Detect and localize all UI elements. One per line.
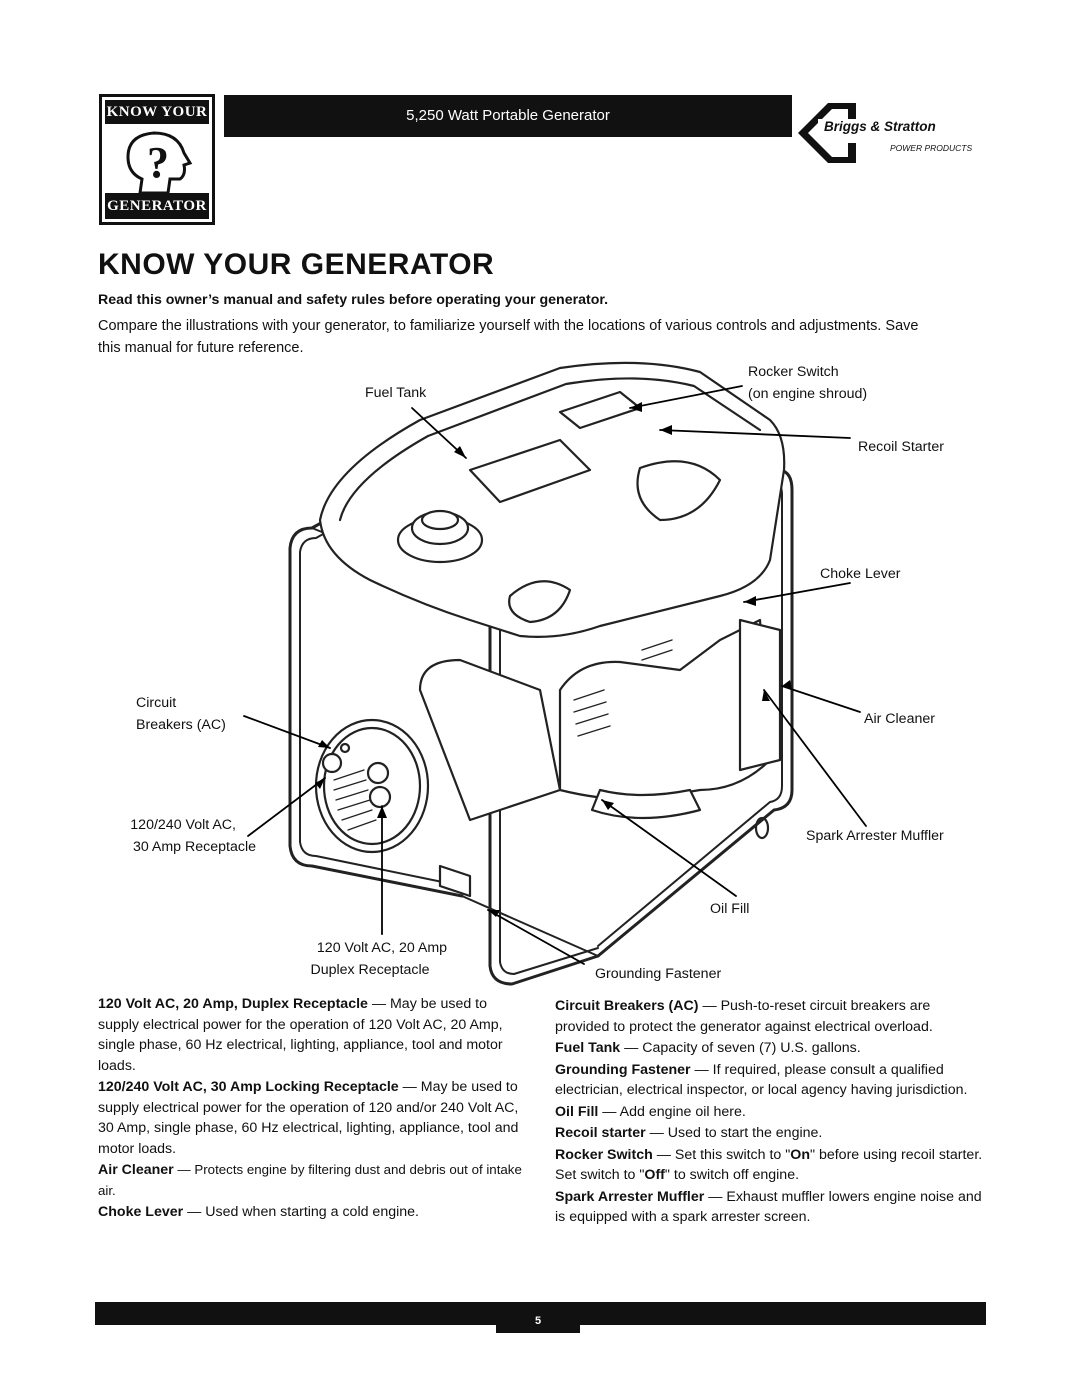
label-recoil-starter: Recoil Starter <box>858 439 944 455</box>
brand-diamond-icon <box>792 99 984 167</box>
know-your-generator-logo: KNOW YOUR ? GENERATOR <box>99 94 215 225</box>
desc-choke-lever: Choke Lever — Used when starting a cold … <box>98 1204 419 1220</box>
intro-bold: Read this owner’s manual and safety rule… <box>98 292 609 308</box>
desc-duplex-receptacle: 120 Volt AC, 20 Amp, Duplex Receptacle —… <box>98 996 503 1074</box>
desc-spark-arrester: Spark Arrester Muffler — Exhaust muffler… <box>555 1188 982 1226</box>
briggs-stratton-logo: Briggs & Stratton POWER PRODUCTS <box>792 93 988 173</box>
desc-30a-receptacle: 120/240 Volt AC, 30 Amp Locking Receptac… <box>98 1079 519 1157</box>
label-rocker-switch-location: (on engine shroud) <box>748 386 868 402</box>
header-bar: 5,250 Watt Portable Generator <box>224 95 792 137</box>
descriptions-right: Circuit Breakers (AC) — Push-to-reset ci… <box>555 996 987 1229</box>
desc-recoil-starter: Recoil starter — Used to start the engin… <box>555 1125 823 1141</box>
svg-text:?: ? <box>147 138 169 187</box>
desc-circuit-breakers: Circuit Breakers (AC) — Push-to-reset ci… <box>555 998 933 1035</box>
label-spark-arrester: Spark Arrester Muffler <box>806 828 944 844</box>
desc-fuel-tank: Fuel Tank — Capacity of seven (7) U.S. g… <box>555 1040 861 1056</box>
label-grounding-fastener: Grounding Fastener <box>595 966 722 982</box>
brand-tagline: POWER PRODUCTS <box>890 143 973 153</box>
desc-grounding-fastener: Grounding Fastener — If required, please… <box>555 1061 968 1099</box>
label-circuit-breakers: Circuit <box>136 695 177 711</box>
intro-text: Compare the illustrations with your gene… <box>98 318 919 356</box>
page-title: KNOW YOUR GENERATOR <box>98 248 495 281</box>
footer-bar-right <box>580 1302 986 1325</box>
label-duplex-receptacle-2: Duplex Receptacle <box>310 962 430 978</box>
header-title: 5,250 Watt Portable Generator <box>406 107 610 124</box>
desc-air-cleaner: Air Cleaner — Protects engine by filteri… <box>98 1162 522 1198</box>
brand-name: Briggs & Stratton <box>824 119 936 134</box>
label-oil-fill: Oil Fill <box>710 901 750 917</box>
label-fuel-tank: Fuel Tank <box>365 385 427 401</box>
label-rocker-switch: Rocker Switch <box>748 364 839 380</box>
label-air-cleaner: Air Cleaner <box>864 711 935 727</box>
label-30a-receptacle-2: 30 Amp Receptacle <box>132 839 256 855</box>
logo-bottom-text: GENERATOR <box>105 193 209 219</box>
label-circuit-breakers-ac: Breakers (AC) <box>136 717 226 733</box>
descriptions-left: 120 Volt AC, 20 Amp, Duplex Receptacle —… <box>98 994 528 1224</box>
logo-top-text: KNOW YOUR <box>105 100 209 124</box>
label-duplex-receptacle: 120 Volt AC, 20 Amp <box>316 940 448 956</box>
label-30a-receptacle: 120/240 Volt AC, <box>130 817 236 833</box>
page-number: 5 <box>496 1302 580 1333</box>
question-head-icon: ? <box>126 131 193 195</box>
label-choke-lever: Choke Lever <box>820 566 901 582</box>
footer-bar-left <box>95 1302 496 1325</box>
desc-oil-fill: Oil Fill — Add engine oil here. <box>555 1103 746 1120</box>
desc-rocker-switch: Rocker Switch — Set this switch to "On" … <box>555 1146 983 1184</box>
